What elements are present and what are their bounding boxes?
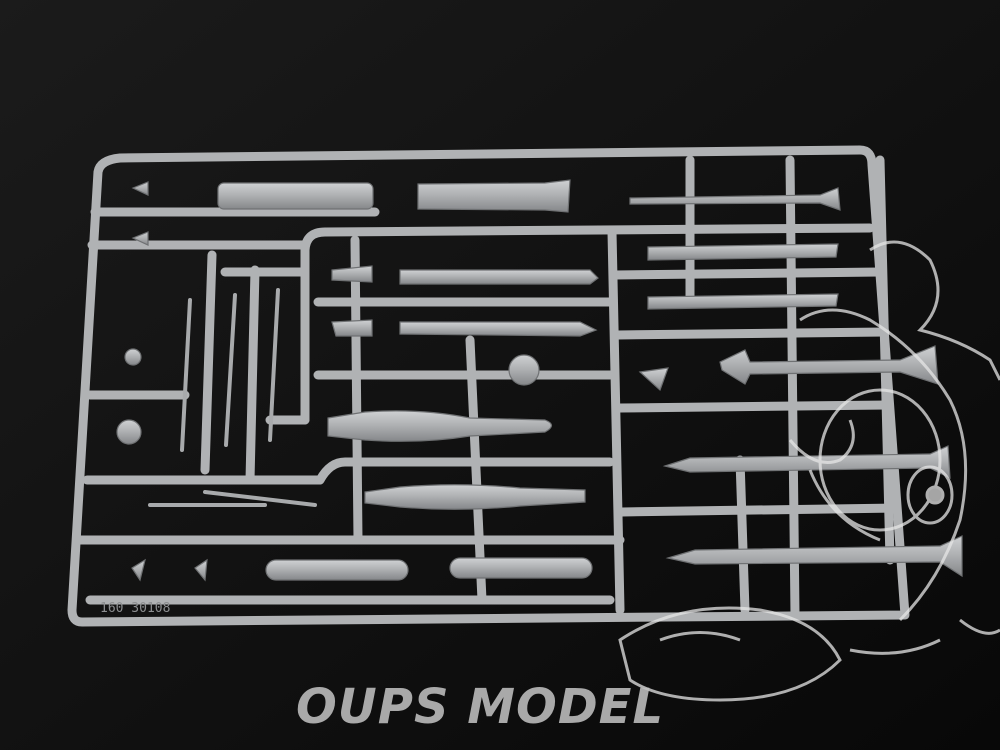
sprue-code-text: 160 30108 [100,601,170,616]
thin-rods [148,288,317,507]
sprue-frame [67,145,910,627]
mascot-watermark-icon [618,240,1000,702]
parts [116,179,963,582]
watermark-text: OUPS MODEL [296,679,665,735]
